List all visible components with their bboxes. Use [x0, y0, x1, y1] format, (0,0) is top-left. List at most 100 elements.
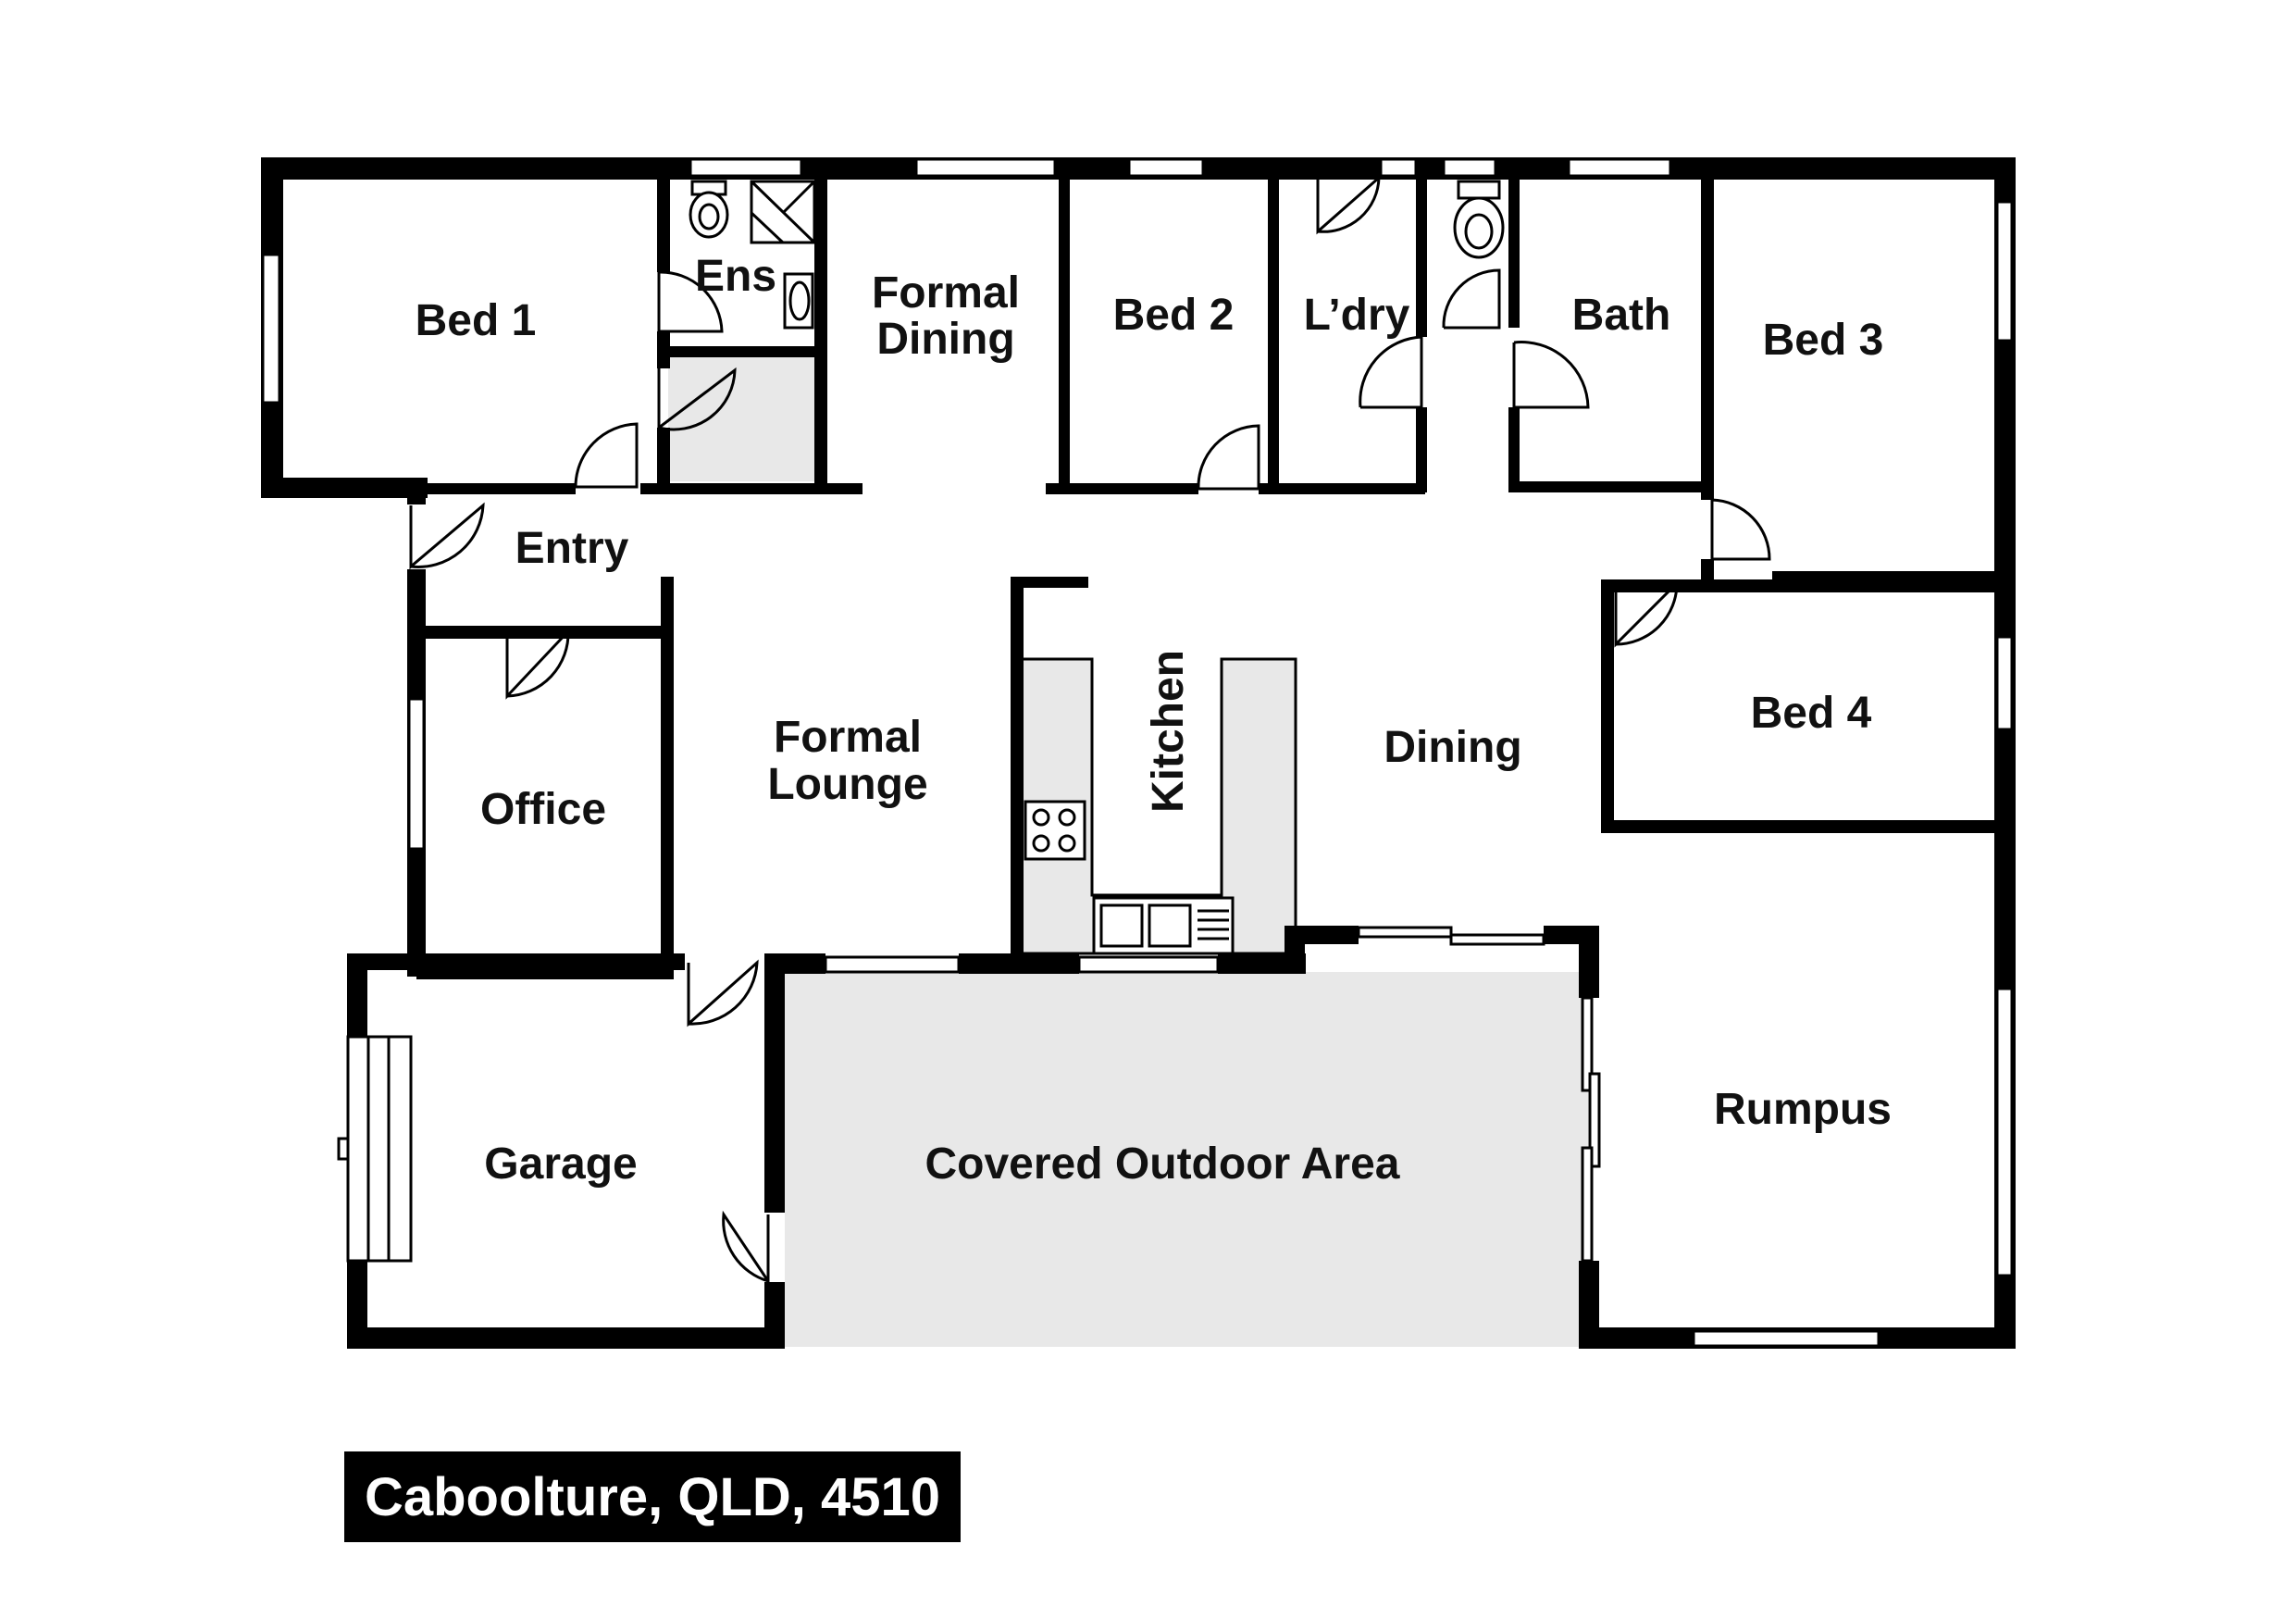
wall-bed1-bottom-3 — [640, 483, 863, 494]
window-wc-top — [1442, 157, 1497, 178]
label-rumpus: Rumpus — [1714, 1085, 1892, 1134]
window-rumpus-left-1 — [1581, 996, 1594, 1092]
location-caption: Caboolture, QLD, 4510 — [344, 1451, 961, 1542]
windows — [261, 157, 2014, 1348]
window-sliding-2 — [1449, 933, 1545, 946]
door-ldry — [1359, 335, 1423, 409]
label-office: Office — [480, 785, 606, 834]
label-bed3: Bed 3 — [1763, 316, 1884, 365]
window-rumpus-bottom — [1692, 1329, 1880, 1348]
window-ens-top — [689, 157, 803, 178]
cooktop-burner-4 — [1058, 834, 1076, 853]
door-ens-shower — [657, 367, 737, 431]
door-garage-internal — [687, 959, 759, 1027]
wall-wc-bath-2 — [1508, 407, 1520, 492]
cooktop-burner-1 — [1032, 808, 1050, 827]
garage-roller-handle — [337, 1137, 350, 1161]
window-outdoor-2 — [1077, 955, 1220, 974]
window-outdoor-1 — [824, 955, 961, 974]
label-ens: Ens — [695, 252, 776, 301]
kitchen-floor — [1092, 659, 1222, 895]
window-rumpus-left-3 — [1581, 1146, 1594, 1263]
wall-outdoor-top-mid — [959, 953, 1079, 974]
wall-outdoor-step-top — [1285, 926, 1359, 944]
door-bed4 — [1614, 579, 1679, 648]
door-office — [505, 628, 570, 700]
fixtures — [337, 180, 1505, 1263]
wall-ens-right — [814, 180, 827, 494]
label-formal-dining-1: Formal — [872, 268, 1020, 318]
cooktop-icon — [1024, 800, 1086, 861]
wall-bed2-bottom-1 — [1046, 483, 1198, 494]
door-garage-side — [722, 1210, 770, 1286]
wall-bottom-garage — [347, 1327, 785, 1349]
caption-text: Caboolture, QLD, 4510 — [365, 1467, 940, 1527]
label-bath: Bath — [1572, 291, 1671, 340]
window-rumpus-right — [1995, 987, 2014, 1277]
cooktop-burner-3 — [1032, 834, 1050, 853]
window-ldry-top — [1379, 157, 1418, 178]
wall-office-right — [661, 577, 674, 975]
wall-rumpus-left-2 — [1579, 1261, 1599, 1349]
wall-ens-left-3 — [657, 428, 670, 494]
wall-kitchen-left — [1011, 577, 1024, 965]
wall-wc-bath-1 — [1508, 180, 1520, 328]
wall-office-bottom — [416, 963, 674, 979]
ens-toilet-bowl — [698, 203, 720, 230]
label-kitchen: Kitchen — [1144, 650, 1193, 813]
door-entry-front — [409, 502, 485, 570]
label-entry: Entry — [515, 524, 629, 573]
window-bed1-left — [261, 253, 281, 405]
label-covered-outdoor: Covered Outdoor Area — [925, 1140, 1400, 1189]
wall-bed1-bottom-2 — [428, 483, 576, 494]
wall-outdoor-top-right — [1218, 953, 1306, 974]
ens-shower-screen — [750, 211, 785, 244]
wall-bed4-left — [1601, 579, 1614, 833]
wall-outdoor-top-left — [764, 953, 825, 974]
label-formal-dining-2: Dining — [876, 315, 1014, 364]
wc-toilet-bowl — [1464, 213, 1494, 250]
window-rumpus-left-2 — [1588, 1072, 1601, 1168]
garage-roller-door-icon[interactable] — [346, 1035, 413, 1263]
door-bath — [1512, 341, 1590, 409]
wall-bed4-top — [1601, 579, 1994, 592]
ens-basin-bowl — [788, 280, 811, 321]
label-dining: Dining — [1384, 723, 1521, 772]
wall-fdining-bed2 — [1059, 180, 1070, 494]
wall-bed3-left-stub — [1701, 559, 1714, 579]
wc-toilet-cistern — [1457, 180, 1501, 200]
label-bed2: Bed 2 — [1113, 291, 1235, 340]
caption-background — [344, 1451, 961, 1542]
sink-drainer — [1198, 909, 1229, 940]
wall-garage-right-1 — [764, 963, 785, 1213]
wall-ldry-wc-2 — [1416, 407, 1427, 492]
label-bed4: Bed 4 — [1751, 689, 1872, 738]
wall-ens-left-1 — [657, 180, 670, 272]
wall-bed2-bottom-2 — [1259, 483, 1425, 494]
wall-ens-mid — [657, 346, 822, 357]
window-fdining-top — [914, 157, 1057, 178]
door-wc — [1442, 268, 1501, 330]
wall-bath-bed3 — [1701, 180, 1714, 492]
door-bed1 — [574, 422, 639, 489]
ensuite-shower-shade — [668, 352, 819, 481]
window-bath-top — [1567, 157, 1672, 178]
wall-kitchen-top — [1011, 577, 1088, 588]
label-laundry: L’dry — [1304, 291, 1410, 340]
sink-bowl-1 — [1099, 903, 1144, 948]
label-formal-lounge-1: Formal — [774, 713, 922, 762]
wall-ldry-wc-1 — [1416, 180, 1427, 337]
door-bed3 — [1710, 498, 1771, 561]
room-labels: Bed 1 Ens Formal Dining Bed 2 L’dry Bath… — [416, 252, 1892, 1189]
wall-bed3-left-lower — [1701, 481, 1714, 500]
window-sliding-1 — [1357, 926, 1453, 939]
label-bed1: Bed 1 — [416, 296, 537, 345]
label-garage: Garage — [484, 1140, 637, 1189]
wall-bed2-ldry — [1268, 180, 1279, 494]
wall-bed4-bottom — [1601, 820, 1994, 833]
door-bed2 — [1197, 424, 1260, 491]
window-office-left — [407, 697, 426, 851]
door-ens-upper — [657, 270, 724, 333]
wall-garage-right-2 — [764, 1282, 785, 1349]
